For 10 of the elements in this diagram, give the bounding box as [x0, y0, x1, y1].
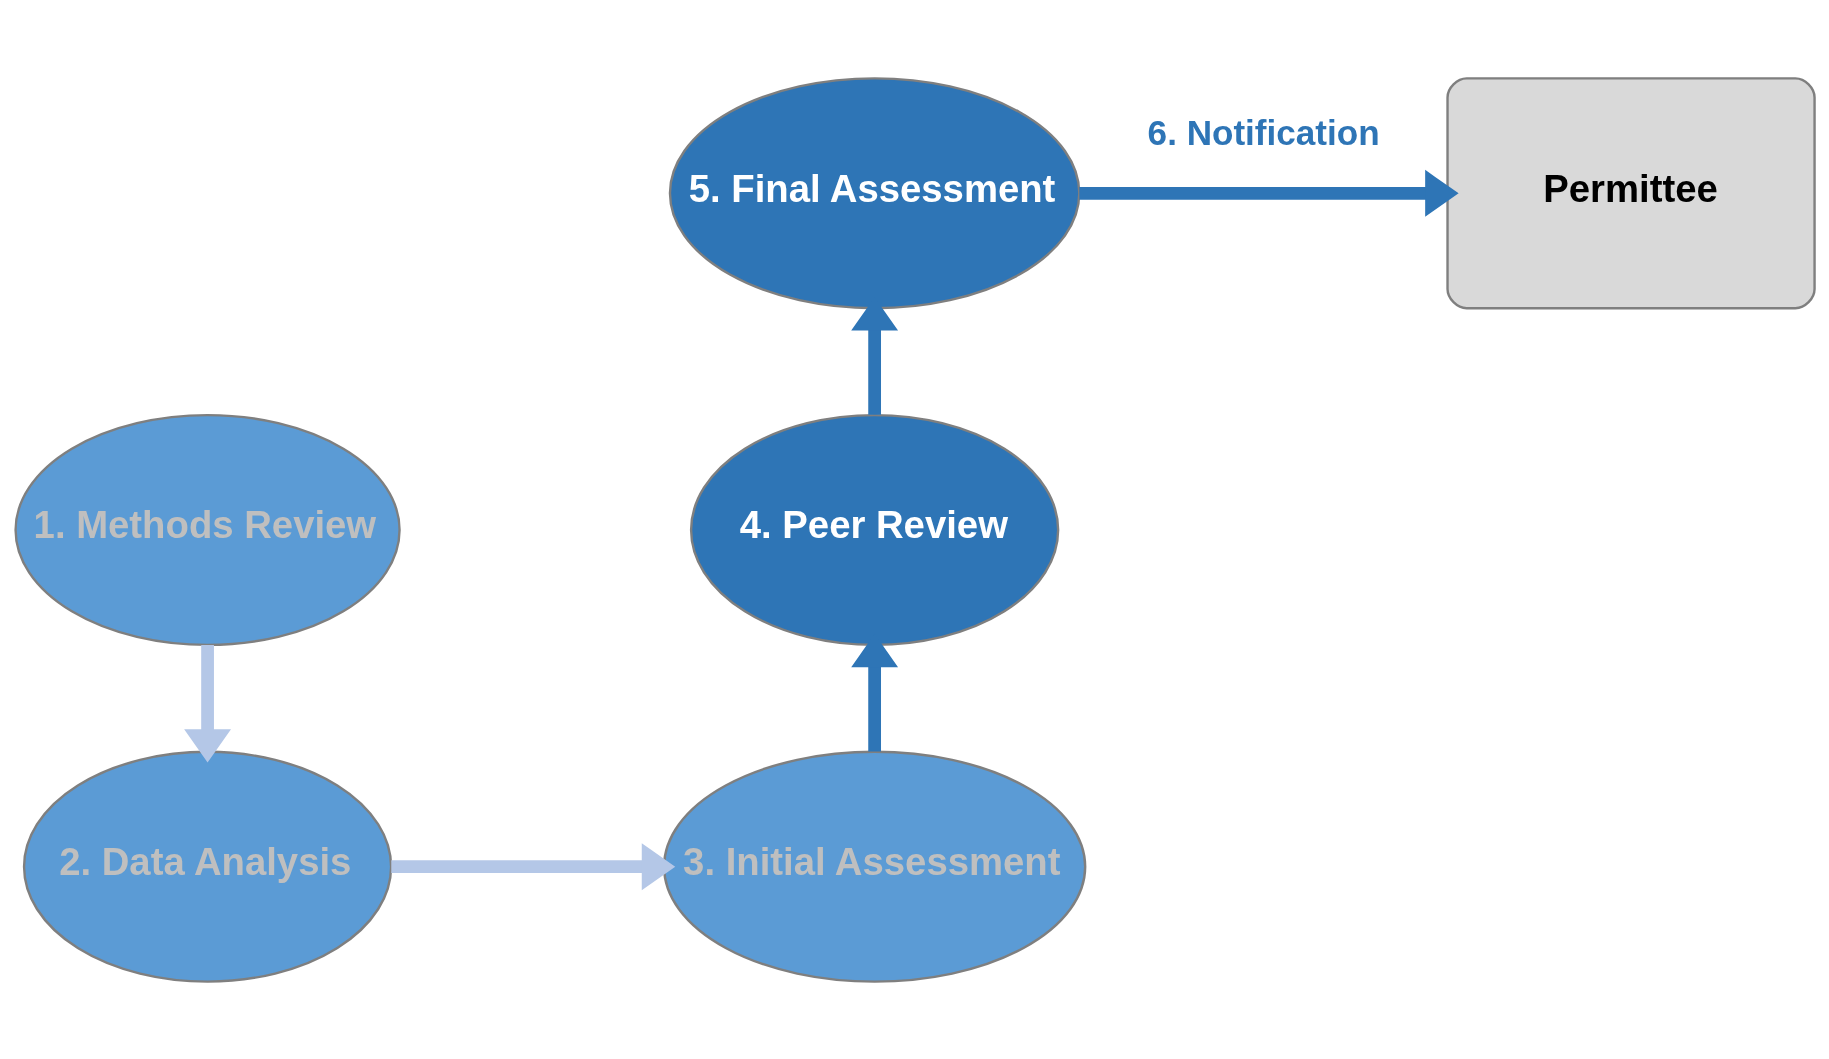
node-ellipse: 4. Peer Review [689, 413, 1059, 646]
node-ellipse: 2. Data Analysis [22, 750, 392, 983]
node-ellipse: 5. Final Assessment [668, 76, 1080, 309]
node-ellipse: 3. Initial Assessment [662, 750, 1086, 983]
edge-label: 6. Notification [1147, 112, 1380, 152]
arrow [390, 842, 675, 890]
arrow [183, 644, 231, 763]
node-ellipse: 1. Methods Review [13, 413, 401, 646]
node-box: Permittee [1445, 76, 1816, 309]
arrow [1078, 169, 1459, 217]
